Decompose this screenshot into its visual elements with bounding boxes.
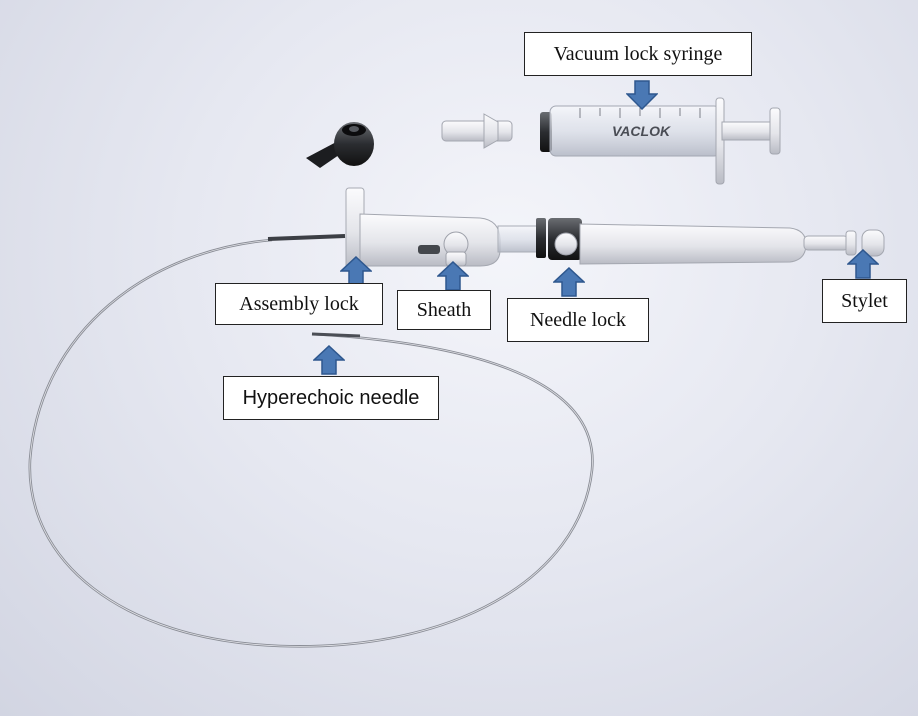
syringe-brand-text: VACLOK [612,123,671,139]
hyperechoic-needle-arrow [313,345,345,375]
handle-assembly [345,187,885,269]
vacuum-syringe-arrow [626,80,658,110]
vacuum-syringe: VACLOK [441,97,781,185]
vacuum-lock-syringe-label: Vacuum lock syringe [524,32,752,76]
assembly-lock-arrow [340,256,372,286]
hyperechoic-needle-label: Hyperechoic needle [223,376,439,420]
stylet-label: Stylet [822,279,907,323]
needle-lock-label: Needle lock [507,298,649,342]
stylet-arrow [847,249,879,279]
needle-coil [28,234,594,648]
needle-lock-arrow [553,267,585,297]
sheath-label: Sheath [397,290,491,330]
assembly-lock-label: Assembly lock [215,283,383,325]
black-cap [306,122,374,168]
sheath-arrow [437,261,469,291]
